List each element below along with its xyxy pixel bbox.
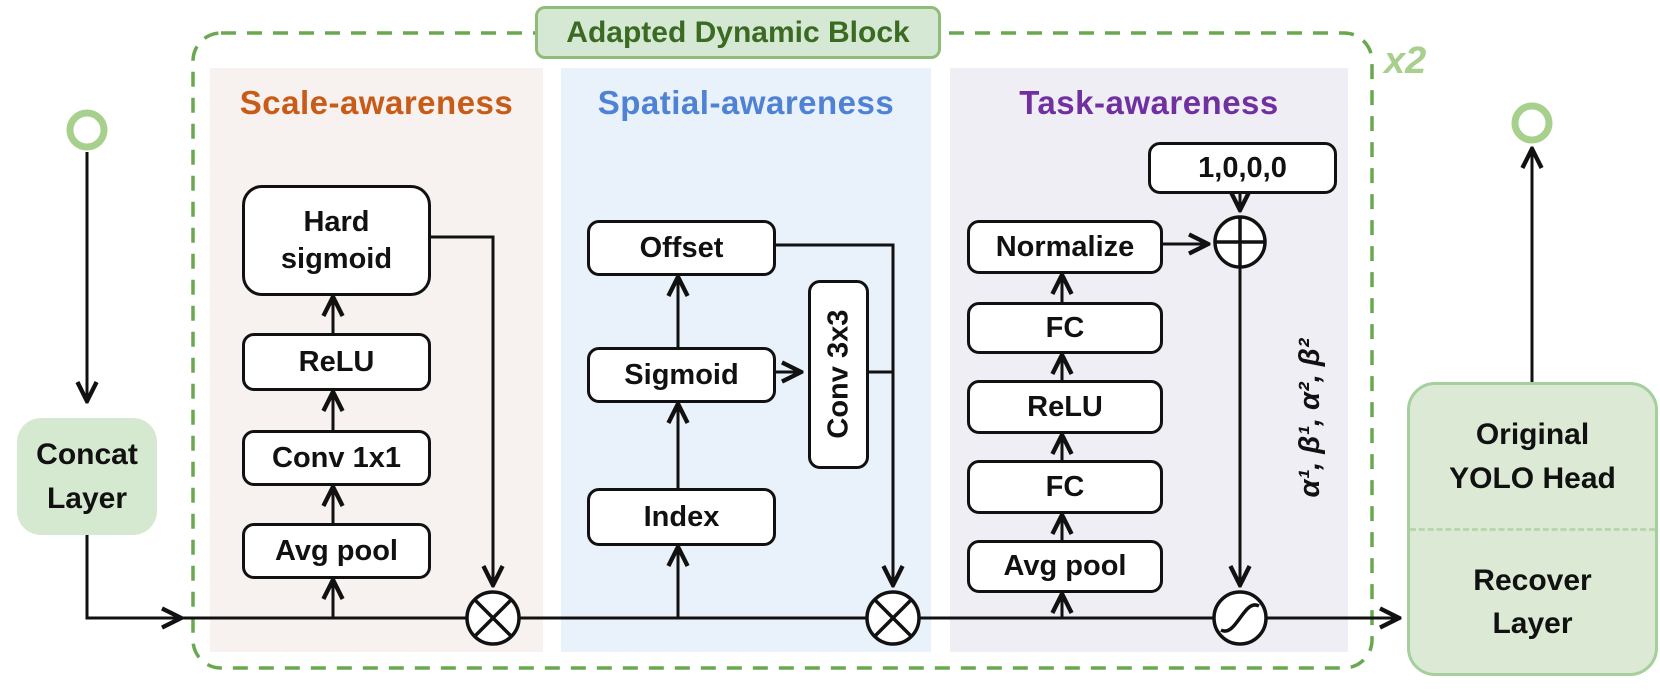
input-port-circle <box>66 109 108 151</box>
original-yolo-head-section: Original YOLO Head <box>1410 385 1655 531</box>
recover-layer-line2: Layer <box>1492 607 1573 640</box>
offset-to-multiply-arrow <box>770 243 893 584</box>
normalize-box: Normalize <box>967 220 1163 274</box>
conv-3x3-label: Conv 3x3 <box>822 310 855 439</box>
multiply-node-scale <box>465 590 521 646</box>
fc-upper-box: FC <box>967 302 1163 354</box>
concat-to-block-arrow <box>85 535 180 618</box>
adapted-dynamic-block-title-text: Adapted Dynamic Block <box>566 15 910 49</box>
hard-sigmoid-line1: Hard <box>303 206 370 239</box>
concat-layer-line1: Concat <box>36 438 138 471</box>
concat-layer-line2: Layer <box>46 481 128 515</box>
recover-layer-line1: Recover <box>1473 563 1592 597</box>
original-yolo-head-line2: YOLO Head <box>1449 461 1616 495</box>
task-avgpool-box: Avg pool <box>967 540 1163 593</box>
adapted-block-dashed-border <box>191 31 1374 670</box>
original-yolo-head-line1: Original <box>1475 418 1590 451</box>
scale-avgpool-box: Avg pool <box>242 523 431 579</box>
coefficients-label: α¹, β¹, α², β² <box>1294 338 1326 498</box>
multiply-node-spatial <box>865 590 921 646</box>
activation-node-task <box>1212 590 1268 646</box>
repeat-x2-label: x2 <box>1384 40 1427 82</box>
spatial-awareness-title: Spatial-awareness <box>597 84 895 121</box>
adapted-dynamic-block-title: Adapted Dynamic Block <box>535 6 941 59</box>
fc-lower-box: FC <box>967 460 1163 514</box>
index-box: Index <box>587 488 776 546</box>
hard-sigmoid-line2: sigmoid <box>280 242 393 275</box>
conv-1x1-box: Conv 1x1 <box>242 430 431 486</box>
init-vector-box: 1,0,0,0 <box>1148 142 1337 194</box>
scale-awareness-title: Scale-awareness <box>239 84 514 121</box>
sigmoid-box: Sigmoid <box>587 347 776 403</box>
offset-box: Offset <box>587 220 776 276</box>
hard-sigmoid-box: Hard sigmoid <box>242 185 431 296</box>
add-node-task <box>1213 215 1267 269</box>
output-head-box: Original YOLO Head Recover Layer <box>1407 382 1658 676</box>
conv-3x3-box: Conv 3x3 <box>808 280 869 469</box>
concat-layer-box: Concat Layer <box>17 418 157 535</box>
hardsigmoid-to-multiply-arrow <box>425 235 493 584</box>
output-port-circle <box>1511 102 1553 144</box>
recover-layer-section: Recover Layer <box>1410 531 1655 673</box>
task-awareness-title: Task-awareness <box>1019 84 1279 121</box>
scale-relu-box: ReLU <box>242 333 431 391</box>
task-relu-box: ReLU <box>967 380 1163 434</box>
